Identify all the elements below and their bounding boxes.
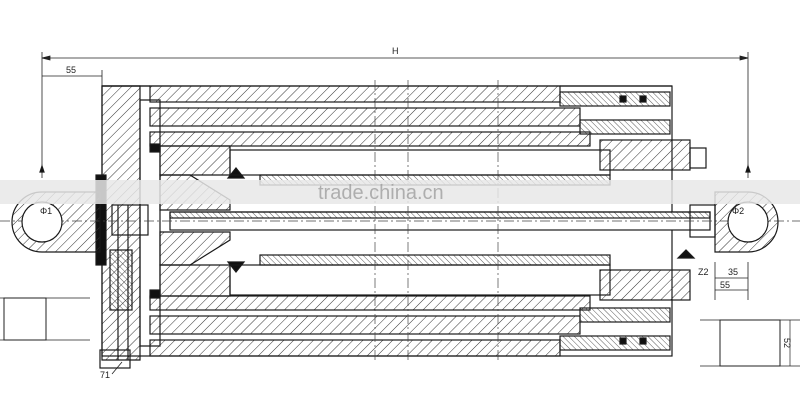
centre-lines <box>0 80 800 362</box>
right-offset-label-upper: 35 <box>728 267 738 277</box>
right-pin-eye <box>714 164 779 253</box>
watermark-band <box>0 180 800 204</box>
right-section-view <box>700 319 800 367</box>
right-offset-dimensions <box>714 262 749 300</box>
right-offset-label-lower: 55 <box>720 280 730 290</box>
right-gland <box>559 91 707 351</box>
watermark-text: trade.china.cn <box>318 182 444 204</box>
left-pin-eye <box>11 164 101 253</box>
left-section-view <box>0 297 90 341</box>
callout-leader <box>111 361 123 375</box>
left-offset-label: 55 <box>66 65 76 75</box>
overall-dimension <box>41 52 749 178</box>
overall-length-label: H <box>392 46 399 56</box>
section-height-label: 52 <box>782 338 792 348</box>
pin-right-label: Φ2 <box>732 206 744 216</box>
pin-left-label: Φ1 <box>40 206 52 216</box>
right-angle-label: Z2 <box>698 267 709 277</box>
callout-label: 71 <box>100 370 110 380</box>
left-end-cap <box>95 85 161 369</box>
